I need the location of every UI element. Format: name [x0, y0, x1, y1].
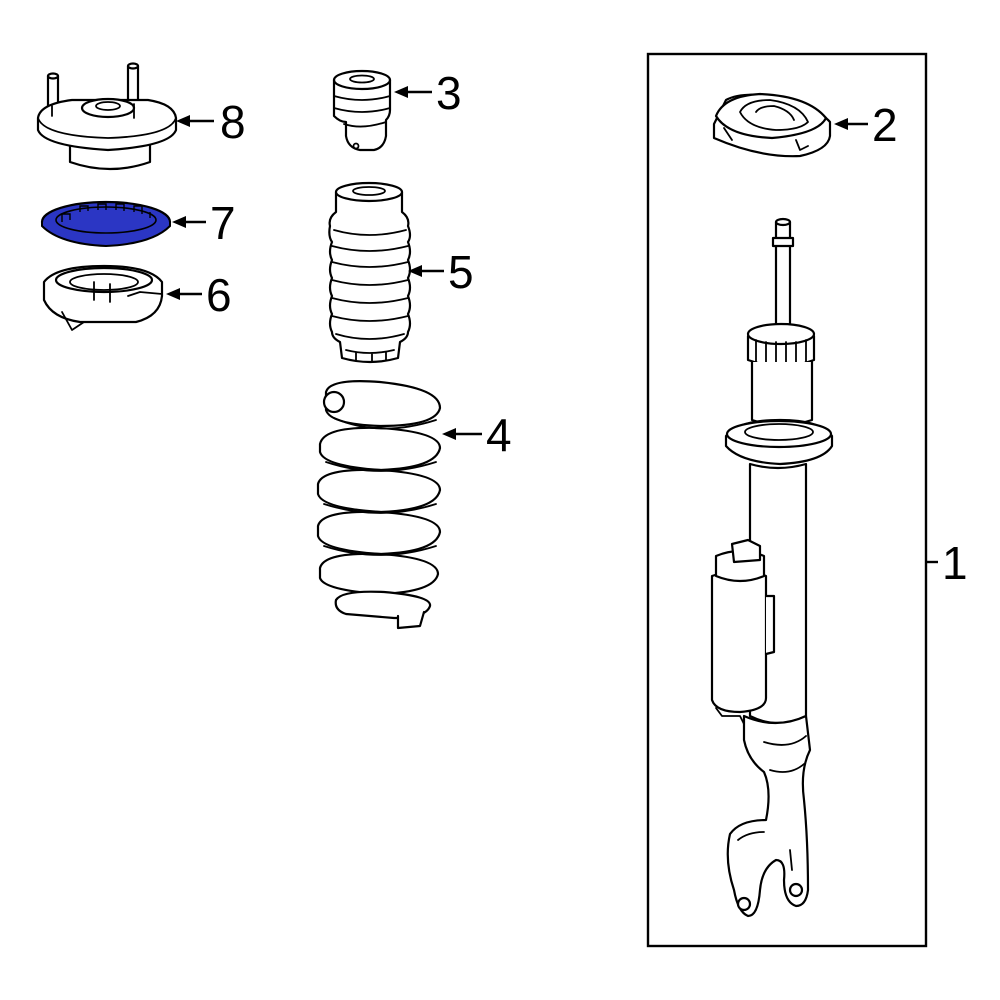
part-1-group-frame — [646, 52, 928, 948]
arrow-6 — [166, 288, 180, 300]
part-8-strut-mount[interactable] — [36, 62, 178, 171]
arrow-2 — [834, 118, 848, 130]
callouts: 8 7 6 3 5 4 2 1 — [206, 67, 968, 589]
part-4-coil-spring[interactable] — [316, 380, 442, 630]
arrow-8 — [176, 115, 190, 127]
part-7-spring-seat-upper[interactable] — [40, 200, 172, 248]
callout-1[interactable]: 1 — [942, 537, 968, 589]
arrow-3 — [394, 86, 408, 98]
callout-7[interactable]: 7 — [210, 197, 236, 249]
part-5-dust-boot[interactable] — [328, 181, 412, 364]
callout-6[interactable]: 6 — [206, 269, 232, 321]
part-2-strut-upper-seat[interactable] — [712, 92, 832, 158]
callout-2[interactable]: 2 — [872, 99, 898, 151]
callout-5[interactable]: 5 — [448, 246, 474, 298]
part-3-bump-stop[interactable] — [332, 69, 392, 152]
callout-3[interactable]: 3 — [436, 67, 462, 119]
part-1-strut-assembly[interactable] — [646, 52, 928, 948]
arrow-4 — [442, 428, 456, 440]
callout-8[interactable]: 8 — [220, 96, 246, 148]
arrow-5 — [408, 265, 422, 277]
callout-4[interactable]: 4 — [486, 409, 512, 461]
part-6-spring-isolator[interactable] — [42, 264, 164, 331]
arrow-7 — [172, 216, 186, 228]
leader-lines — [166, 86, 938, 564]
